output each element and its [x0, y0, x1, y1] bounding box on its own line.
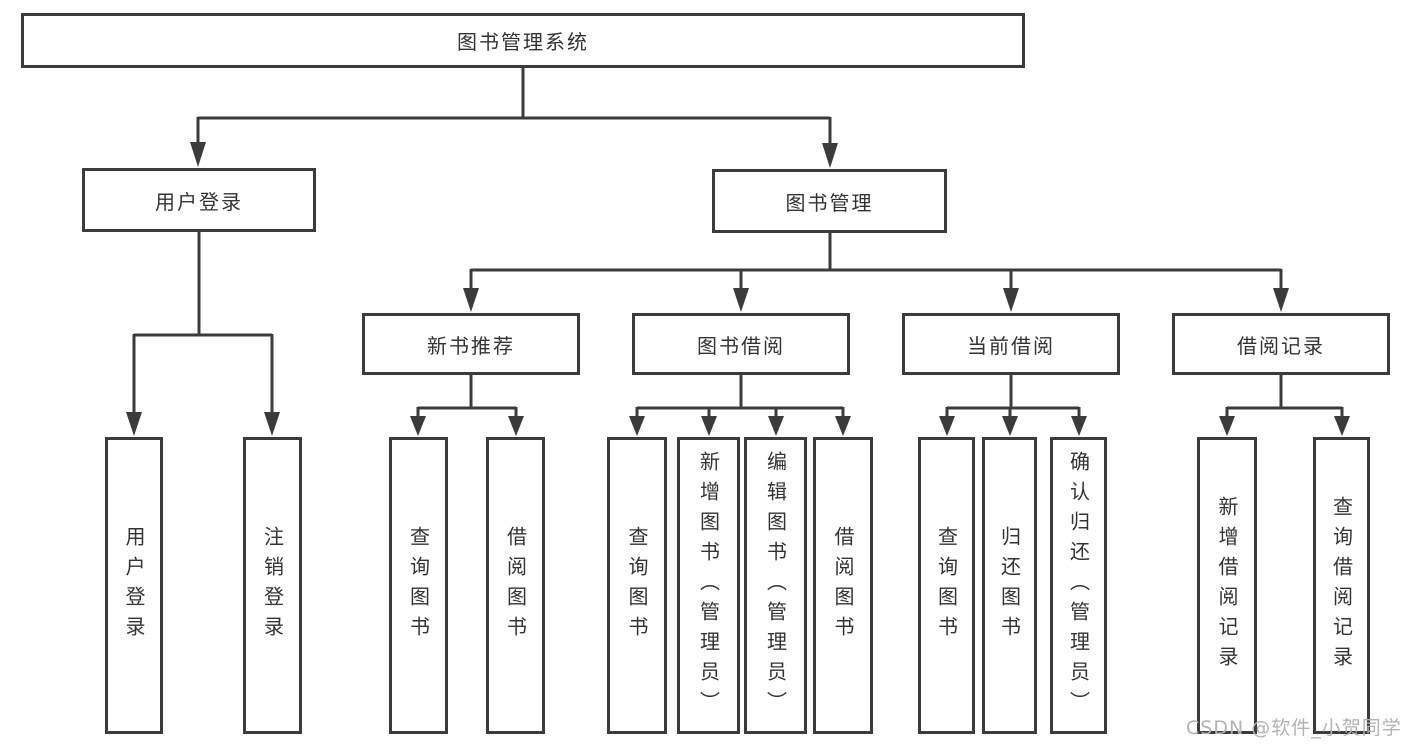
leaf-label: 新增借阅记录	[1215, 495, 1239, 676]
node-label: 图书管理	[785, 190, 874, 215]
leaf-label: 用户登录	[122, 525, 146, 646]
leaf-label: 借阅图书	[503, 525, 528, 646]
leaf-logout: 注销登录	[243, 437, 302, 734]
leaf-add-borrow-record: 新增借阅记录	[1197, 437, 1257, 734]
leaf-label: 归还图书	[997, 525, 1022, 646]
leaf-query-books-borrow: 查询图书	[607, 437, 667, 734]
leaf-label: 借阅图书	[831, 525, 855, 646]
leaf-label: 查询图书	[625, 525, 649, 646]
leaf-confirm-return-admin: 确认归还（管理员）	[1050, 437, 1107, 734]
node-book-management: 图书管理	[712, 169, 947, 233]
leaf-label: 查询图书	[934, 525, 959, 646]
node-label: 图书借阅	[697, 333, 785, 358]
node-label: 借阅记录	[1237, 333, 1325, 358]
leaf-borrow-books: 借阅图书	[813, 437, 873, 734]
node-current-borrow: 当前借阅	[902, 313, 1120, 375]
leaf-return-books: 归还图书	[982, 437, 1037, 734]
node-borrow-records: 借阅记录	[1172, 313, 1390, 375]
arrowheads	[126, 142, 1350, 436]
leaf-query-books-current: 查询图书	[918, 437, 975, 734]
leaf-query-borrow-record: 查询借阅记录	[1313, 437, 1370, 734]
leaf-label: 查询借阅记录	[1329, 495, 1354, 676]
leaf-query-books-recommend: 查询图书	[389, 437, 448, 734]
csdn-watermark: CSDN @软件_小贺同学	[1186, 717, 1402, 739]
leaf-label: 确认归还（管理员）	[1066, 450, 1091, 721]
leaf-add-book-admin: 新增图书（管理员）	[677, 437, 740, 734]
node-new-book-recommend: 新书推荐	[362, 313, 580, 375]
node-label: 图书管理系统	[457, 30, 589, 54]
leaf-label: 编辑图书（管理员）	[763, 450, 788, 721]
leaf-label: 查询图书	[406, 525, 431, 646]
leaf-label: 注销登录	[260, 525, 285, 646]
node-book-borrow: 图书借阅	[632, 313, 850, 375]
leaf-borrow-books-recommend: 借阅图书	[486, 437, 545, 734]
leaf-user-login: 用户登录	[105, 437, 163, 734]
leaf-edit-book-admin: 编辑图书（管理员）	[744, 437, 807, 734]
node-library-management-system: 图书管理系统	[21, 13, 1025, 68]
node-label: 新书推荐	[427, 333, 515, 358]
node-label: 用户登录	[155, 189, 243, 214]
leaf-label: 新增图书（管理员）	[696, 450, 721, 721]
node-user-login: 用户登录	[82, 168, 316, 232]
node-label: 当前借阅	[967, 333, 1055, 358]
